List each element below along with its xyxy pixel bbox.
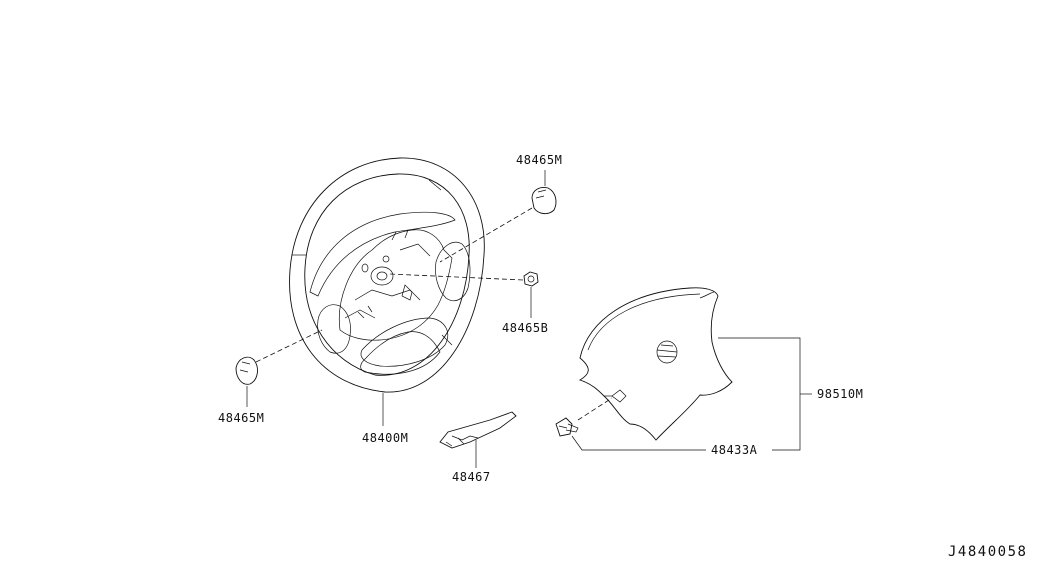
airbag-module-drawing[interactable] xyxy=(578,287,733,441)
label-airbag-module: 98510M xyxy=(817,387,863,401)
label-nut: 48465B xyxy=(502,321,548,335)
label-horn-cap-lower: 48465M xyxy=(218,411,264,425)
label-bolt: 48433A xyxy=(711,443,758,457)
nut-drawing[interactable] xyxy=(523,271,539,287)
steering-wheel-drawing[interactable] xyxy=(289,157,485,393)
horn-cap-lower-drawing[interactable] xyxy=(235,356,258,385)
leader-bolt xyxy=(577,397,613,421)
bolt-drawing[interactable] xyxy=(555,417,579,437)
diagram-code: J4840058 xyxy=(948,544,1027,560)
label-steering-wheel: 48400M xyxy=(362,431,408,445)
leader-cap-lower xyxy=(255,329,323,363)
leader-line-bolt xyxy=(571,435,706,451)
label-horn-cap-upper: 48465M xyxy=(516,153,562,167)
leader-line-airbag xyxy=(718,337,801,451)
leader-nut xyxy=(389,273,524,281)
bracket-drawing[interactable] xyxy=(439,411,517,449)
horn-cap-upper-drawing[interactable] xyxy=(531,187,557,215)
label-bracket: 48467 xyxy=(452,470,491,484)
leader-cap-upper xyxy=(439,207,533,263)
